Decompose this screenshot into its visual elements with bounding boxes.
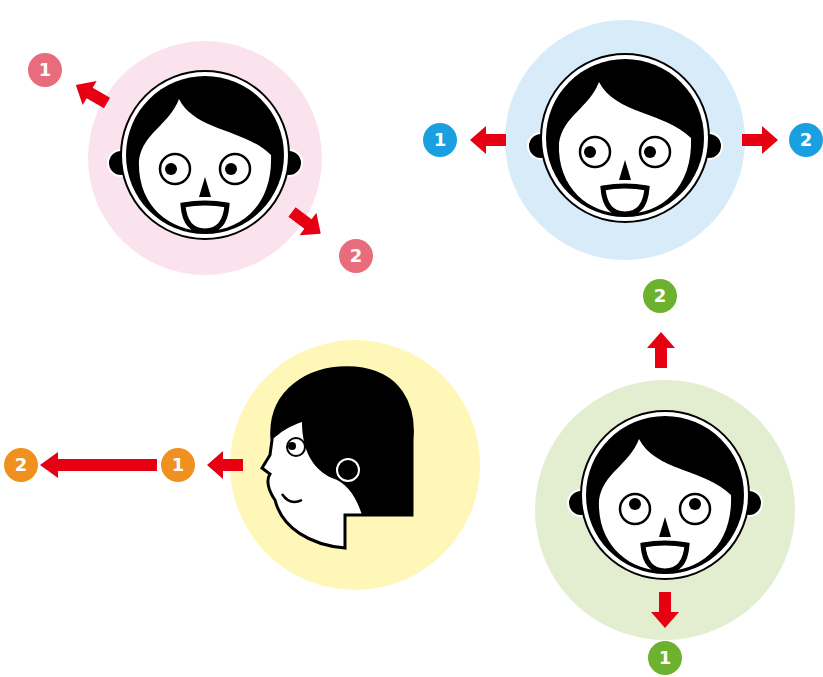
yellow-panel: [207, 340, 480, 590]
blue-panel: [470, 20, 778, 260]
callout-number: 1: [28, 53, 62, 87]
callout-number: 1: [648, 641, 682, 675]
callout-number: 2: [789, 123, 823, 157]
number-text: 1: [659, 649, 672, 667]
pink-panel: [69, 41, 329, 275]
number-text: 1: [172, 456, 185, 474]
callout-number: 2: [4, 448, 38, 482]
callout-number: 2: [339, 239, 373, 273]
callout-number: 2: [643, 279, 677, 313]
number-text: 2: [15, 456, 28, 474]
number-text: 1: [434, 131, 447, 149]
arrow-connector: [40, 452, 157, 478]
number-text: 2: [654, 287, 667, 305]
number-text: 1: [39, 61, 52, 79]
number-text: 2: [800, 131, 813, 149]
number-text: 2: [350, 247, 363, 265]
green-panel: [535, 332, 795, 640]
callout-number: 1: [423, 123, 457, 157]
callout-number: 1: [161, 448, 195, 482]
